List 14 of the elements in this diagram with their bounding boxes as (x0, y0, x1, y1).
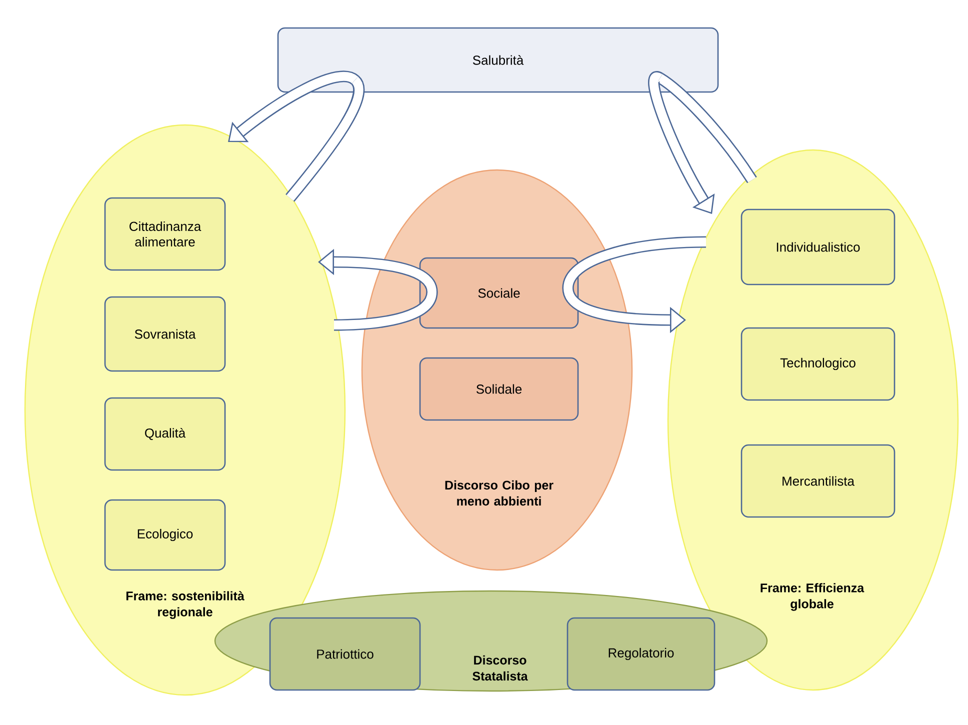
label-box: Qualità (104, 397, 226, 471)
label-box: Cittadinanza alimentare (104, 197, 226, 271)
label-box: Patriottico (269, 617, 421, 691)
label-box: Mercantilista (740, 444, 896, 518)
hollow-arrow (648, 71, 715, 214)
title-box: Salubrità (277, 27, 719, 93)
label-box: Sovranista (104, 296, 226, 372)
label-box: Sociale (419, 257, 579, 329)
label-box: Individualistico (740, 208, 896, 286)
label-box: Solidale (419, 357, 579, 421)
hollow-arrow (228, 70, 358, 142)
label-box: Technologico (740, 327, 896, 401)
label-box: Ecologico (104, 499, 226, 571)
label-box: Regolatorio (566, 617, 716, 691)
